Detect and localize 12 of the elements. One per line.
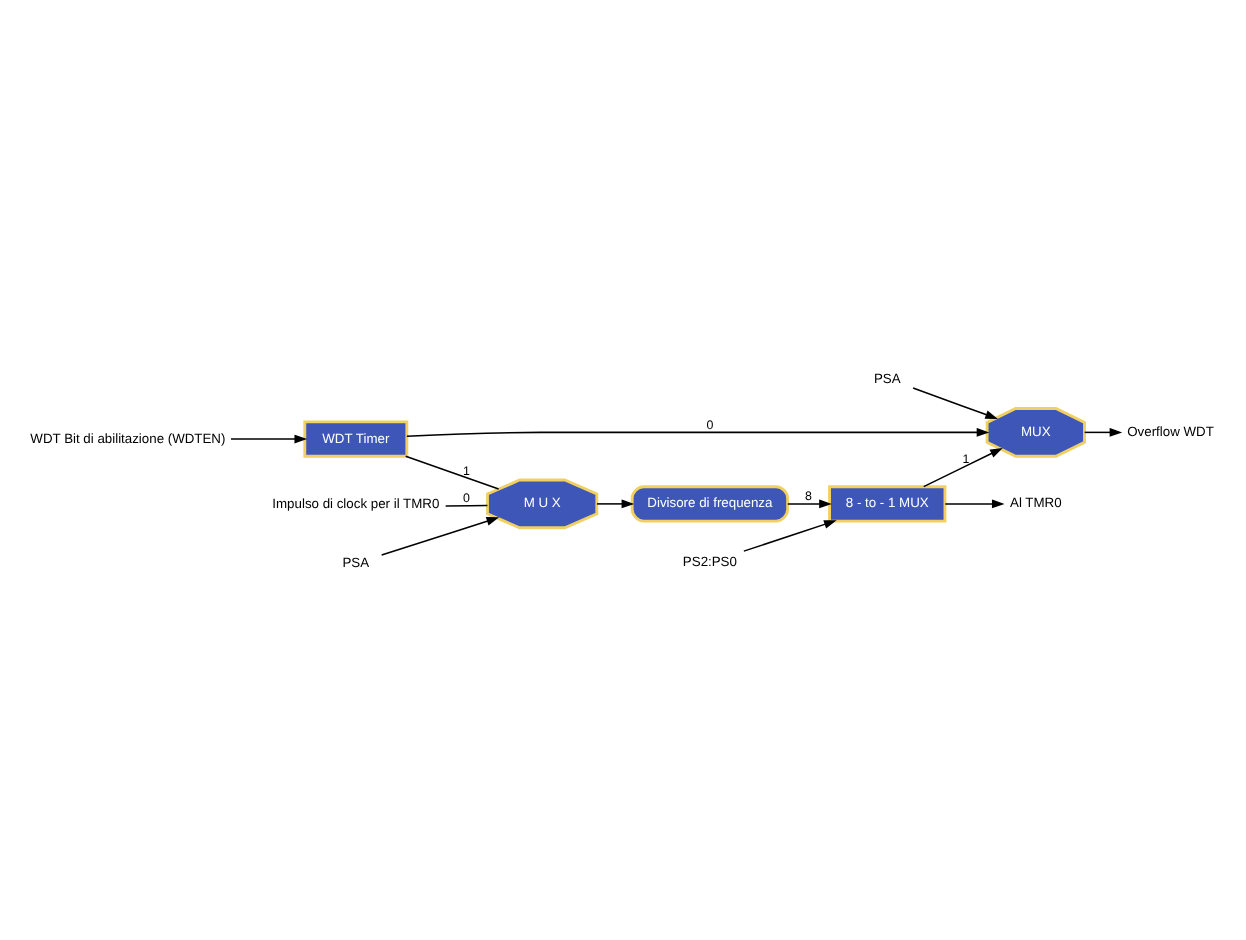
arrow	[380, 516, 500, 555]
arrow	[1083, 426, 1123, 436]
arrow	[596, 498, 635, 508]
connector	[404, 454, 500, 489]
arrow	[406, 426, 990, 437]
connector	[444, 503, 489, 506]
arrow	[922, 447, 1003, 487]
arrow	[912, 386, 998, 418]
arrow	[743, 519, 837, 551]
arrow	[787, 498, 832, 508]
arrow	[944, 498, 1005, 508]
arrow	[230, 433, 308, 443]
